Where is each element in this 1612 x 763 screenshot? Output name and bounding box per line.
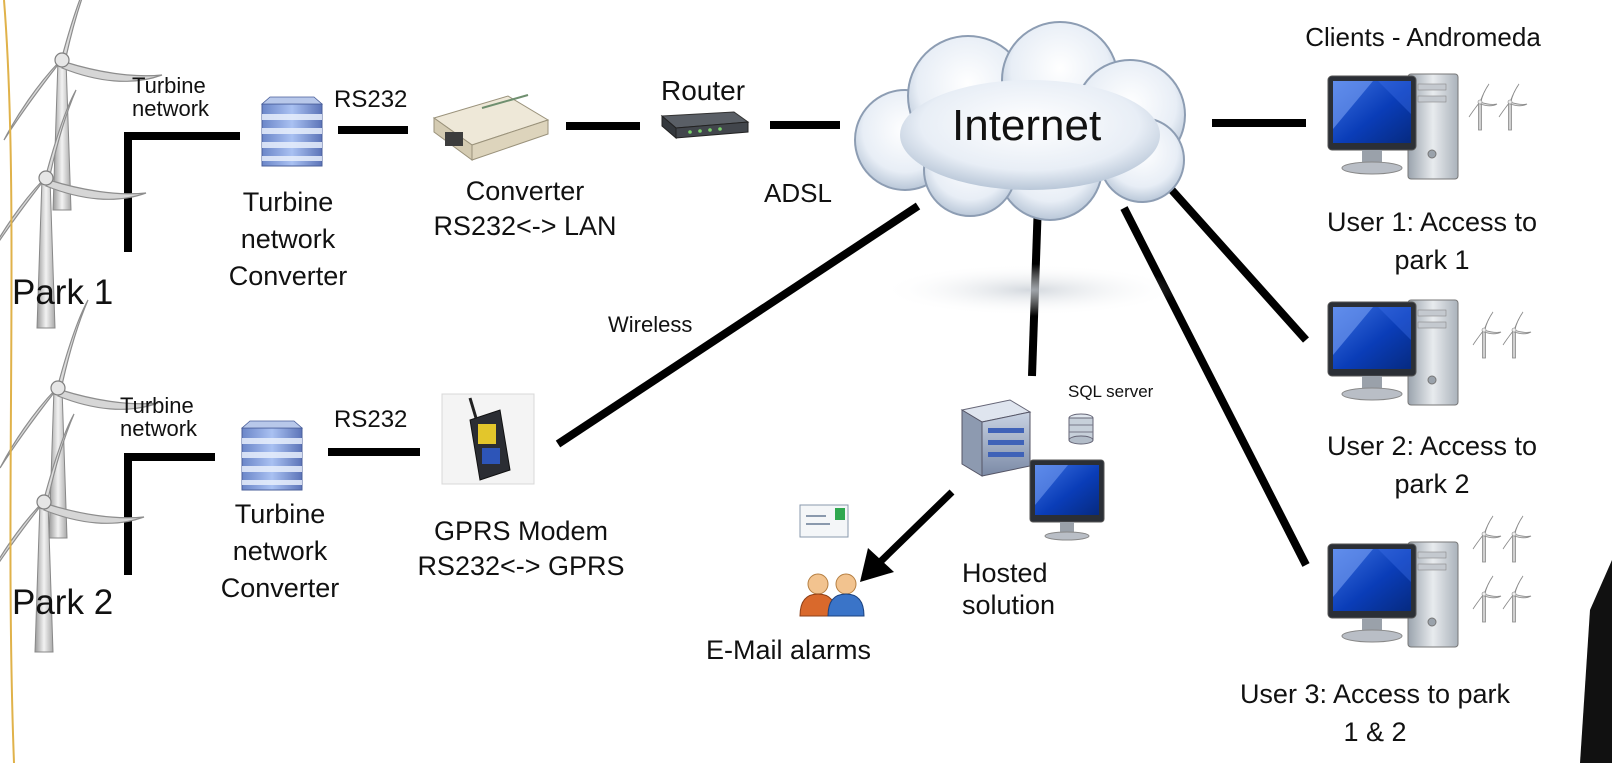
turbine-converter-1-icon — [261, 96, 323, 167]
turbine-network-2-line — [124, 453, 215, 575]
alarm-arrow — [860, 489, 955, 582]
email-alarms-label: E-Mail alarms — [706, 635, 872, 665]
gprs-modem-icon — [441, 393, 535, 485]
user3-label: User 3: Access to park 1 & 2 — [1239, 679, 1511, 747]
user1-label: User 1: Access to park 1 — [1326, 207, 1538, 275]
hosted-solution-label: Hosted solution — [962, 558, 1056, 620]
internet-user3-line — [1120, 206, 1310, 567]
user1-turbines — [1468, 83, 1528, 131]
user2-computer-icon — [1327, 299, 1459, 406]
clients-title: Clients - Andromeda — [1305, 22, 1541, 52]
turbine-converter-2-label: Turbine network Converter — [220, 499, 340, 603]
park2-label: Park 2 — [12, 583, 114, 622]
turbine-converter-1-label: Turbine network Converter — [228, 187, 348, 291]
router-icon — [660, 111, 750, 140]
user2-label: User 2: Access to park 2 — [1326, 431, 1538, 499]
turbine-network-1-label: Turbine network — [132, 73, 210, 122]
user1-computer-icon — [1327, 73, 1459, 180]
adsl-label: ADSL — [764, 178, 832, 208]
hosted-monitor-icon — [1029, 459, 1105, 541]
users-group-icon — [799, 573, 865, 617]
park1-label: Park 1 — [12, 273, 114, 312]
gprs-modem-label: GPRS Modem RS232<-> GPRS — [417, 516, 625, 582]
right-edge-band — [1580, 560, 1612, 763]
sql-server-label: SQL server — [1068, 382, 1154, 401]
internet-label: Internet — [952, 101, 1102, 150]
turbine-network-1-line — [124, 132, 240, 252]
user3-turbines — [1472, 515, 1532, 623]
hosted-server-icon — [960, 399, 1032, 477]
rs232-2-label: RS232 — [334, 406, 408, 433]
lan-converter-icon — [432, 94, 550, 161]
rs232-1-label: RS232 — [334, 86, 408, 113]
user3-computer-icon — [1327, 541, 1459, 648]
user2-turbines — [1472, 311, 1532, 359]
cloud-shadow — [880, 264, 1180, 316]
wireless-line — [555, 202, 921, 448]
turbine-converter-2-icon — [241, 420, 303, 491]
wireless-label: Wireless — [608, 312, 693, 337]
internet-user2-line — [1167, 185, 1309, 343]
left-edge-curve — [3, 0, 15, 763]
sql-database-icon — [1068, 413, 1094, 445]
lan-converter-label: Converter RS232<-> LAN — [433, 176, 617, 242]
turbine-network-2-label: Turbine network — [120, 393, 198, 442]
envelope-icon — [799, 504, 849, 538]
router-label: Router — [661, 75, 746, 106]
